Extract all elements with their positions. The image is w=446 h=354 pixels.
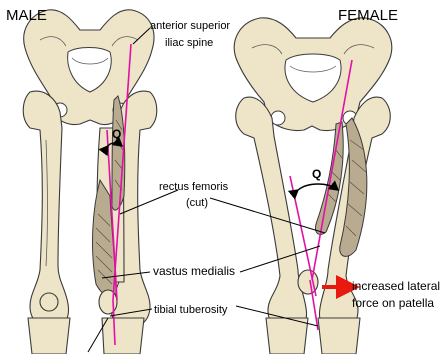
asis-label-line1: anterior superior — [150, 20, 230, 32]
lateral-force-label-line2: force on patella — [352, 296, 434, 310]
male-q-label: Q — [112, 127, 121, 141]
female-q-label: Q — [312, 167, 321, 181]
asis-label-line2: iliac spine — [165, 37, 213, 49]
tibial-tuberosity-label: tibial tuberosity — [154, 304, 228, 316]
vastus-medialis-label: vastus medialis — [153, 264, 235, 278]
rectus-femoris-label-line2: (cut) — [186, 197, 208, 209]
male-panel: Q — [23, 10, 157, 354]
male-left-femur — [23, 91, 70, 354]
female-left-femur — [236, 97, 308, 354]
lateral-force-label-line1: increased lateral — [352, 279, 440, 293]
rectus-femoris-label-line1: rectus femoris — [159, 181, 229, 193]
female-title: FEMALE — [338, 7, 398, 24]
male-title: MALE — [6, 7, 47, 24]
male-patella — [99, 290, 117, 314]
